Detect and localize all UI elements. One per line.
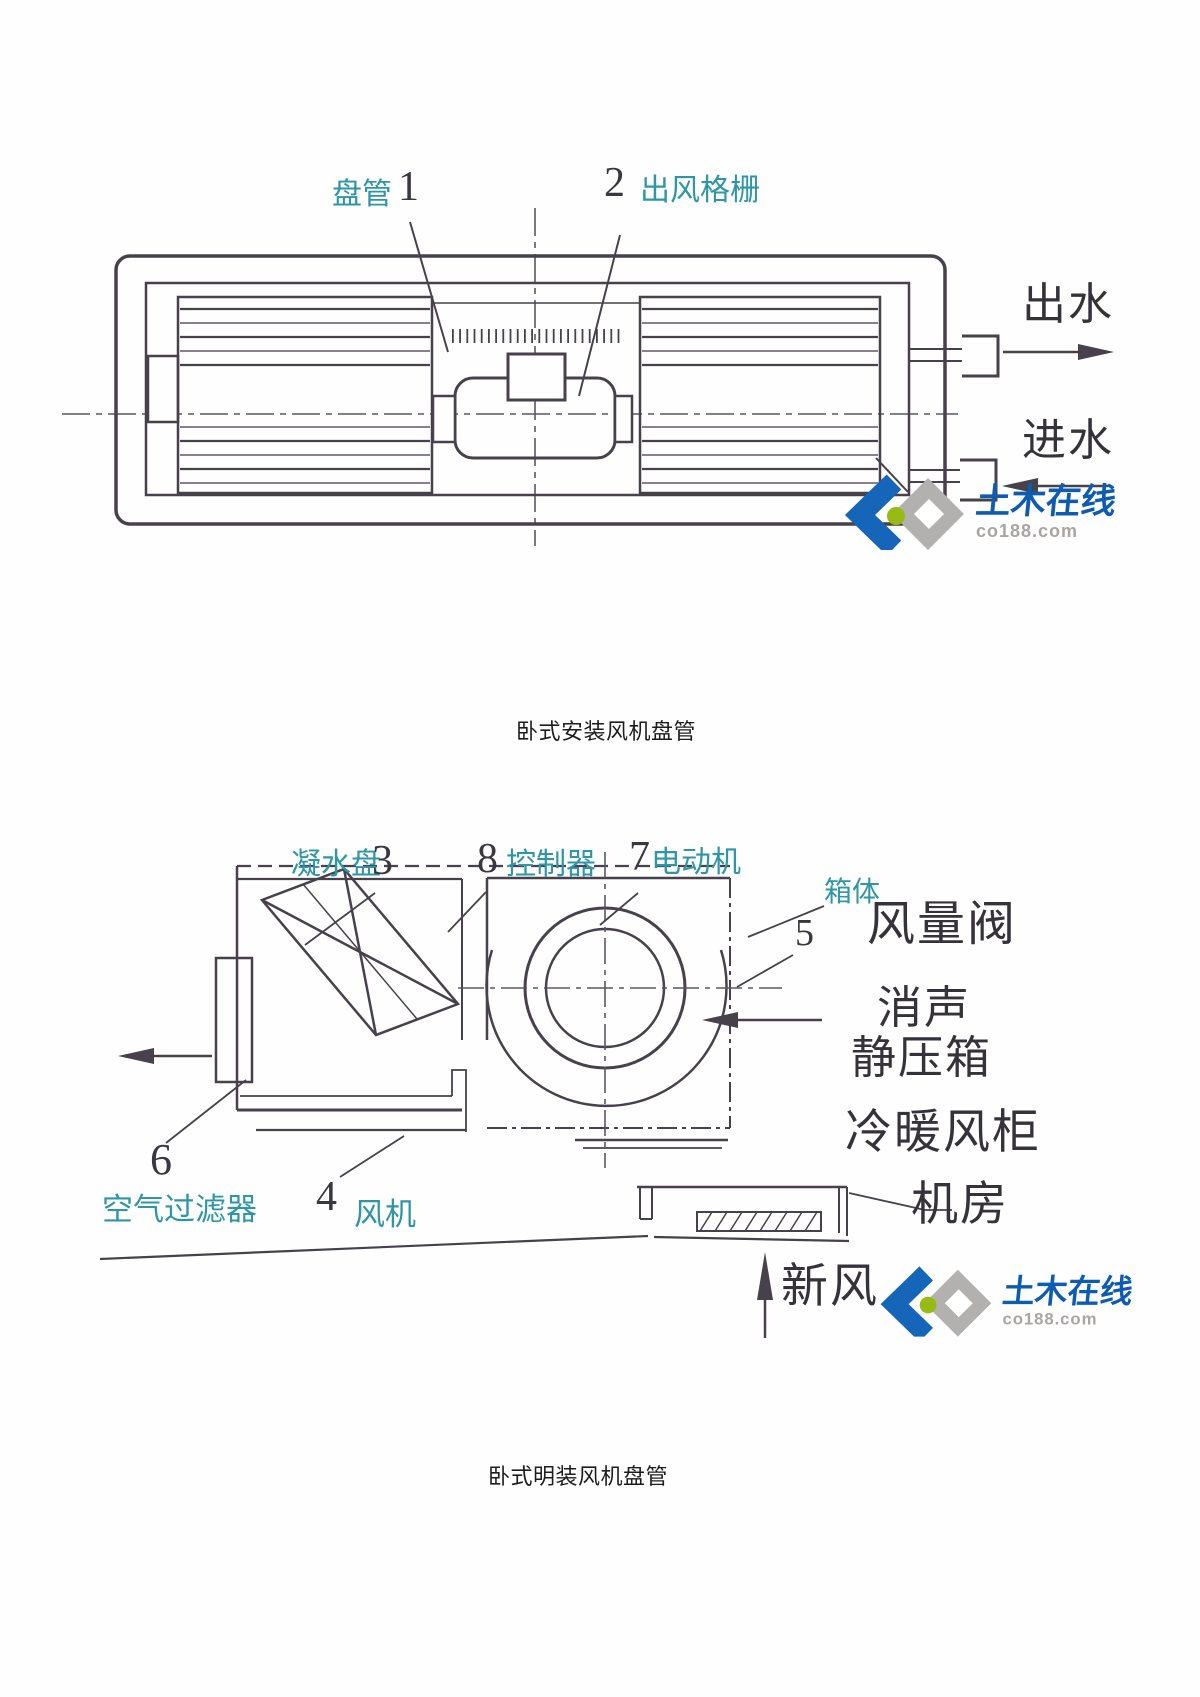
brand-mark-icon: [880, 1266, 992, 1337]
label-fan: 风机: [354, 1197, 416, 1232]
label-fresh-air: 新风: [781, 1261, 879, 1313]
label-water-out: 出水: [1022, 280, 1114, 329]
figure1-drawing: [62, 208, 1114, 546]
leader-motor: [599, 892, 639, 926]
label-motor-number: 7: [629, 834, 650, 880]
leader-condensate-pan: [304, 892, 376, 946]
return-air-arrow-icon: [702, 1012, 822, 1028]
label-coil-number: 1: [398, 164, 419, 210]
label-air-filter: 空气过滤器: [102, 1192, 257, 1227]
leader-casing: [747, 905, 825, 938]
label-water-in: 进水: [1022, 416, 1114, 465]
label-condensate-pan-number: 3: [372, 838, 393, 884]
label-controller-number: 8: [477, 836, 498, 882]
coil-block-left: [176, 295, 434, 495]
label-condensate-pan: 凝水盘: [291, 848, 381, 881]
fan-scroll: [458, 852, 782, 1168]
leader-machine-room: [848, 1192, 952, 1211]
label-plenum: 静压箱: [851, 1033, 993, 1083]
label-filter-number: 6: [150, 1135, 172, 1184]
ground-line: [99, 1234, 649, 1261]
leader-filter: [165, 1079, 247, 1144]
leader-num5: [736, 954, 794, 988]
figure2-caption: 卧式明装风机盘管: [488, 1464, 669, 1489]
brand-name: 土木在线: [1000, 1273, 1135, 1310]
label-fan-number: 4: [316, 1174, 337, 1220]
condensate-pan: [240, 1069, 467, 1132]
water-in-pipe: [909, 458, 998, 502]
label-casing-number: 5: [795, 912, 814, 954]
fresh-air-inlet: [637, 1185, 850, 1243]
outer-casing: [114, 254, 947, 526]
fresh-air-arrow-icon: [757, 1252, 773, 1338]
label-grille-number: 2: [604, 160, 625, 206]
tilted-coil: [259, 867, 461, 1037]
coil-compartment: [235, 866, 463, 1112]
leader-coil: [409, 221, 449, 353]
motor: [431, 352, 634, 460]
label-machine-room: 机房: [911, 1179, 1009, 1231]
watermark-logo: 土木在线 co188.com: [840, 474, 1119, 550]
inner-casing: [144, 281, 911, 497]
coil-block-right: [638, 295, 909, 495]
leader-controller: [447, 891, 487, 933]
brand-domain: co188.com: [976, 521, 1079, 541]
leader-fan: [339, 1135, 405, 1178]
brand-mark-icon: [844, 474, 964, 550]
supply-air-arrow-icon: [118, 1048, 212, 1064]
watermark-logo: 土木在线 co188.com: [876, 1266, 1135, 1337]
label-coil: 盘管: [332, 178, 392, 211]
label-ac-cabinet: 冷暖风柜: [845, 1107, 1041, 1159]
water-in-arrow-icon: [1002, 478, 1108, 494]
brand-domain: co188.com: [1002, 1309, 1098, 1329]
label-air-damper: 风量阀: [867, 898, 1018, 951]
left-flange: [146, 354, 180, 424]
label-casing: 箱体: [824, 877, 881, 908]
water-out-pipe: [909, 334, 1000, 378]
brand-name: 土木在线: [973, 482, 1119, 521]
figure2-drawing: [99, 852, 952, 1338]
leader-grille: [578, 234, 621, 397]
figure1-caption: 卧式安装风机盘管: [516, 719, 697, 744]
label-silencer: 消声: [877, 983, 972, 1033]
label-motor: 电动机: [651, 846, 741, 879]
label-outlet-grille: 出风格栅: [640, 174, 760, 207]
inlet-flange: [214, 956, 254, 1084]
label-controller: 控制器: [506, 848, 596, 881]
water-out-arrow-icon: [1003, 344, 1114, 360]
inlet-hatching: [699, 1211, 818, 1232]
